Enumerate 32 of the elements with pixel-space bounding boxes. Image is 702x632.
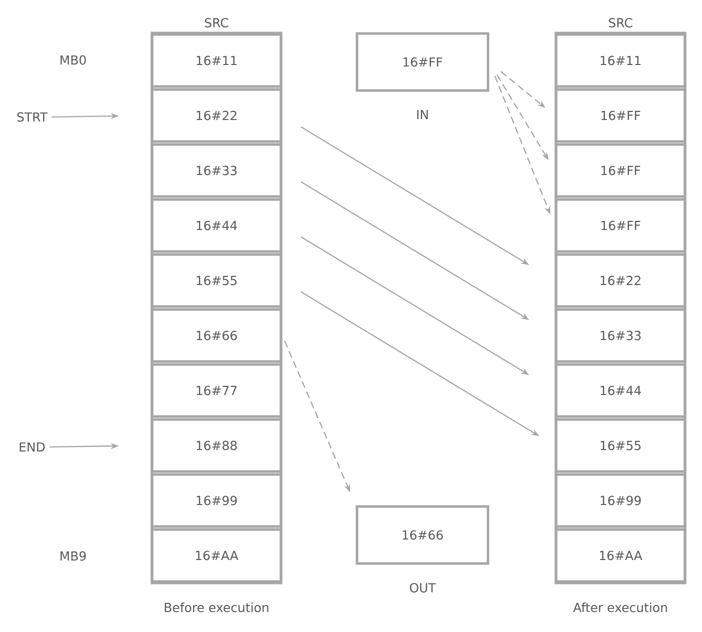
memory-cell: 16#FF xyxy=(554,143,686,198)
address-label: MB0 xyxy=(60,55,86,65)
memory-cell: 16#66 xyxy=(150,308,282,363)
memory-cell: 16#55 xyxy=(554,418,686,473)
register-box: 16#66 xyxy=(356,505,490,565)
memory-cell: 16#33 xyxy=(554,308,686,363)
memory-cell: 16#44 xyxy=(150,198,282,253)
memory-cell: 16#11 xyxy=(150,33,282,88)
memory-cell: 16#11 xyxy=(554,33,686,88)
memory-cell: 16#AA xyxy=(554,528,686,583)
memory-cell: 16#99 xyxy=(554,473,686,528)
memory-cell: 16#77 xyxy=(150,363,282,418)
column-heading: SRC xyxy=(204,18,228,28)
memory-cell: 16#33 xyxy=(150,143,282,198)
memory-cell: 16#FF xyxy=(554,198,686,253)
memory-cell: 16#44 xyxy=(554,363,686,418)
memory-cell: 16#55 xyxy=(150,253,282,308)
memory-cell: 16#99 xyxy=(150,473,282,528)
memory-cell: 16#FF xyxy=(554,88,686,143)
column-caption: After execution xyxy=(573,602,667,612)
memory-cell: 16#22 xyxy=(554,253,686,308)
column-caption: Before execution xyxy=(164,602,268,612)
memory-cell: 16#88 xyxy=(150,418,282,473)
box-caption: IN xyxy=(417,110,428,120)
box-caption: OUT xyxy=(410,583,436,592)
memory-cell: 16#AA xyxy=(150,528,282,583)
pointer-label: END xyxy=(20,442,45,452)
address-label: MB9 xyxy=(60,551,86,561)
register-box: 16#FF xyxy=(356,32,490,92)
memory-cell: 16#22 xyxy=(150,88,282,143)
column-heading: SRC xyxy=(608,18,632,28)
pointer-label: STRT xyxy=(17,112,48,122)
